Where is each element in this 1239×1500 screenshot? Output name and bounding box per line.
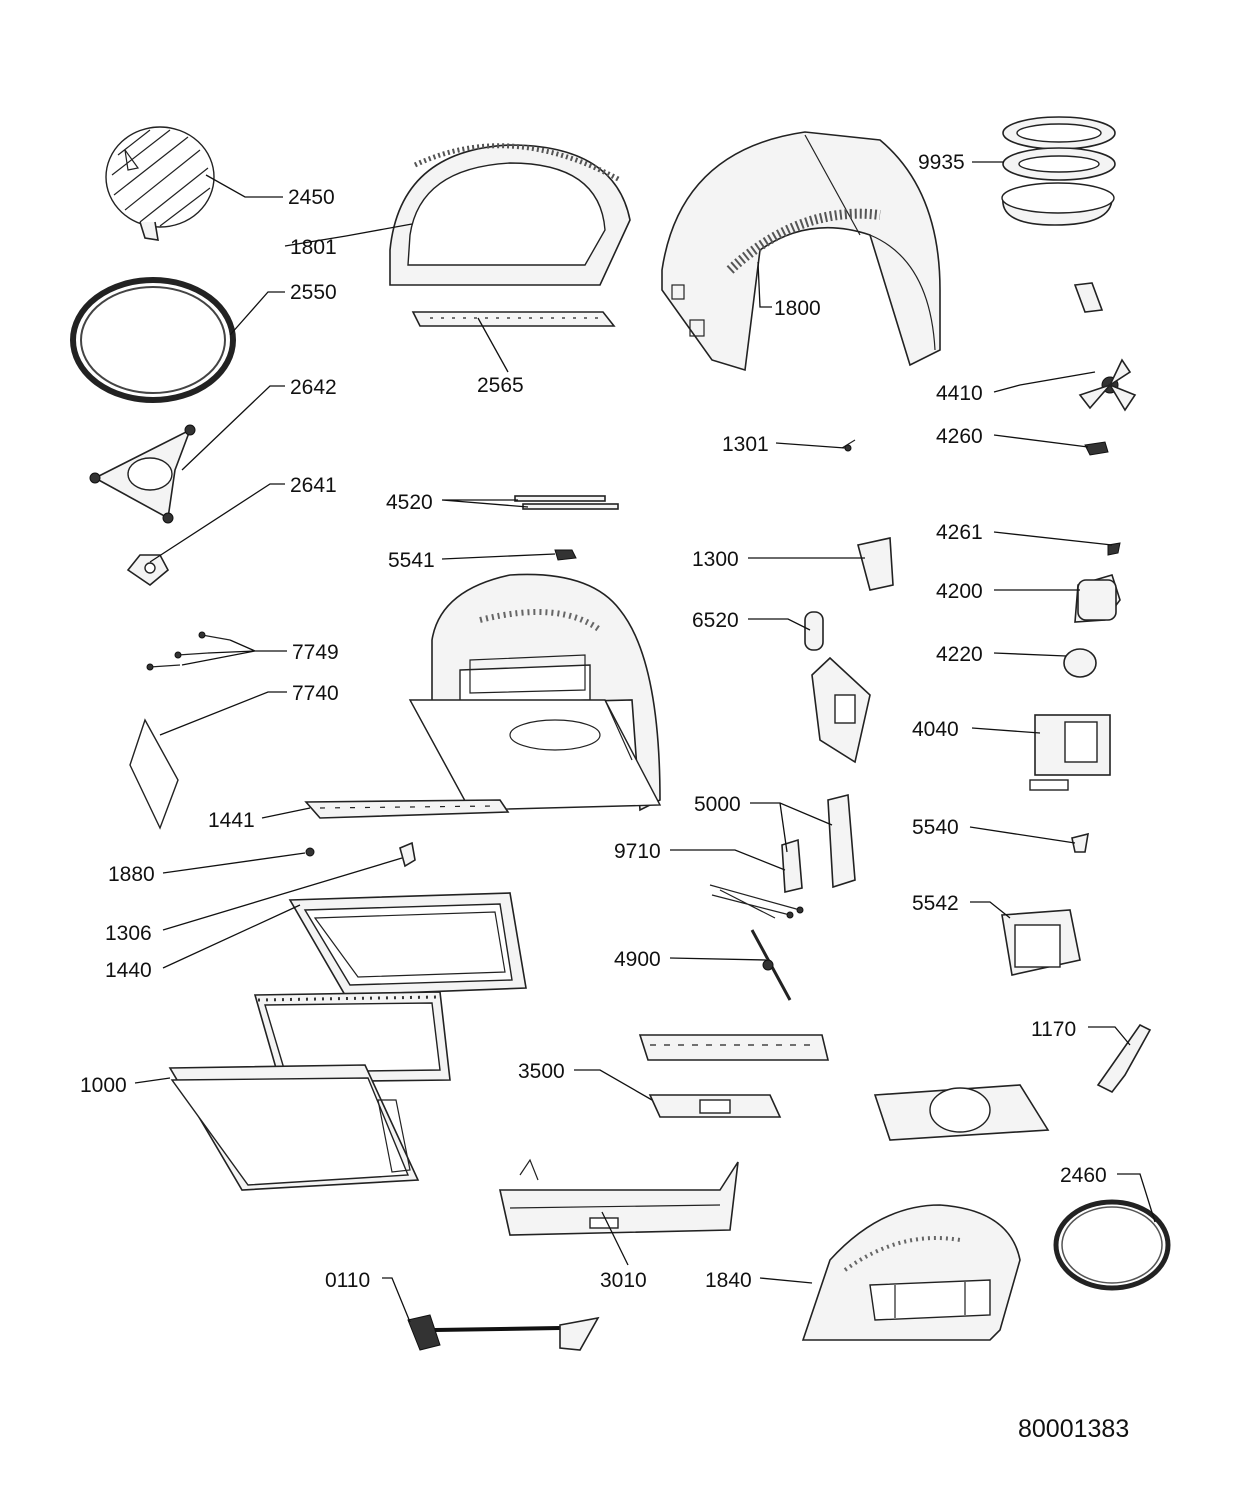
strip-2565-drawing <box>411 311 616 327</box>
door-glass-frame-drawing <box>288 892 527 996</box>
grill-rack-drawing <box>105 126 215 241</box>
label-2550: 2550 <box>290 281 337 304</box>
label-4040: 4040 <box>912 718 959 741</box>
bar-1441-drawing <box>304 799 510 819</box>
label-2565: 2565 <box>477 374 524 397</box>
label-1300: 1300 <box>692 548 739 571</box>
plates-stack-drawing <box>1001 116 1116 226</box>
label-2642: 2642 <box>290 376 337 399</box>
pcb-5000-drawing <box>827 793 856 889</box>
back-cover-drawing <box>801 1204 1021 1341</box>
screws-7749-drawing <box>146 631 231 671</box>
outer-casing-drawing <box>661 131 941 372</box>
label-0110: 0110 <box>325 1269 370 1292</box>
label-1800: 1800 <box>774 297 821 320</box>
label-3010: 3010 <box>600 1269 647 1292</box>
heating-rods-drawing <box>514 495 619 510</box>
label-9935: 9935 <box>918 151 965 174</box>
fan-bracket-drawing <box>873 1084 1050 1141</box>
label-1880: 1880 <box>108 863 155 886</box>
magnetron-drawing <box>1029 714 1111 791</box>
capacitor-drawing <box>1074 574 1121 623</box>
label-5541: 5541 <box>388 549 435 572</box>
part-labels: 2450 1801 2550 2642 2565 2641 4520 5541 … <box>80 151 1107 1292</box>
leader-lines <box>134 161 1156 1323</box>
part-6520-drawing <box>804 611 824 651</box>
label-6520: 6520 <box>692 609 739 632</box>
label-1840: 1840 <box>705 1269 752 1292</box>
fan-4410-drawing <box>1078 358 1137 412</box>
label-5000: 5000 <box>694 793 741 816</box>
label-1440: 1440 <box>105 959 152 982</box>
bracket-small-drawing <box>1073 282 1104 313</box>
label-1000: 1000 <box>80 1074 127 1097</box>
label-2450: 2450 <box>288 186 335 209</box>
turntable-ring-drawing <box>1053 1199 1171 1291</box>
label-1301: 1301 <box>722 433 769 456</box>
label-3500: 3500 <box>518 1060 565 1083</box>
label-7740: 7740 <box>292 682 339 705</box>
label-1441: 1441 <box>208 809 255 832</box>
coupler-drawing <box>126 554 170 587</box>
label-7749: 7749 <box>292 641 339 664</box>
label-2641: 2641 <box>290 474 337 497</box>
part-1301-drawing <box>841 439 856 452</box>
door-inner-drawing <box>253 991 451 1083</box>
wires-drawing <box>709 884 804 919</box>
tool-1170-drawing <box>1096 1023 1152 1094</box>
label-4261: 4261 <box>936 521 983 544</box>
label-5542: 5542 <box>912 892 959 915</box>
module-center-drawing <box>811 656 871 764</box>
part-5540-drawing <box>1071 832 1089 853</box>
oven-cavity-drawing <box>408 573 662 812</box>
door-panel-drawing <box>168 1064 420 1191</box>
tray-drawing <box>638 1034 830 1061</box>
gasket-ring-drawing <box>70 277 236 403</box>
switch-1306-drawing <box>399 841 416 868</box>
part-4900-drawing <box>750 929 792 1001</box>
transformer-drawing <box>1001 909 1081 976</box>
part-4220-drawing <box>1063 648 1097 678</box>
label-5540: 5540 <box>912 816 959 839</box>
label-1801: 1801 <box>290 236 337 259</box>
control-panel-drawing <box>499 1158 739 1236</box>
label-2460: 2460 <box>1060 1164 1107 1187</box>
label-1170: 1170 <box>1031 1018 1076 1041</box>
label-4410: 4410 <box>936 382 983 405</box>
roller-support-drawing <box>89 424 196 524</box>
pcb-3500-drawing <box>648 1094 782 1118</box>
hinge-bar-drawing <box>407 1314 600 1351</box>
screw-1880-drawing <box>305 847 315 857</box>
clip-5541-drawing <box>554 549 577 561</box>
part-4260-drawing <box>1084 441 1109 456</box>
label-4220: 4220 <box>936 643 983 666</box>
diagram-code: 80001383 <box>1018 1415 1129 1443</box>
label-4900: 4900 <box>614 948 661 971</box>
part-1300-drawing <box>857 537 894 591</box>
label-4200: 4200 <box>936 580 983 603</box>
label-9710: 9710 <box>614 840 661 863</box>
label-4520: 4520 <box>386 491 433 514</box>
door-frame-arch-drawing <box>389 143 631 286</box>
part-9710-drawing <box>781 838 803 893</box>
part-4261-drawing <box>1107 542 1121 556</box>
mica-plate-drawing <box>129 718 179 830</box>
label-4260: 4260 <box>936 425 983 448</box>
label-1306: 1306 <box>105 922 152 945</box>
